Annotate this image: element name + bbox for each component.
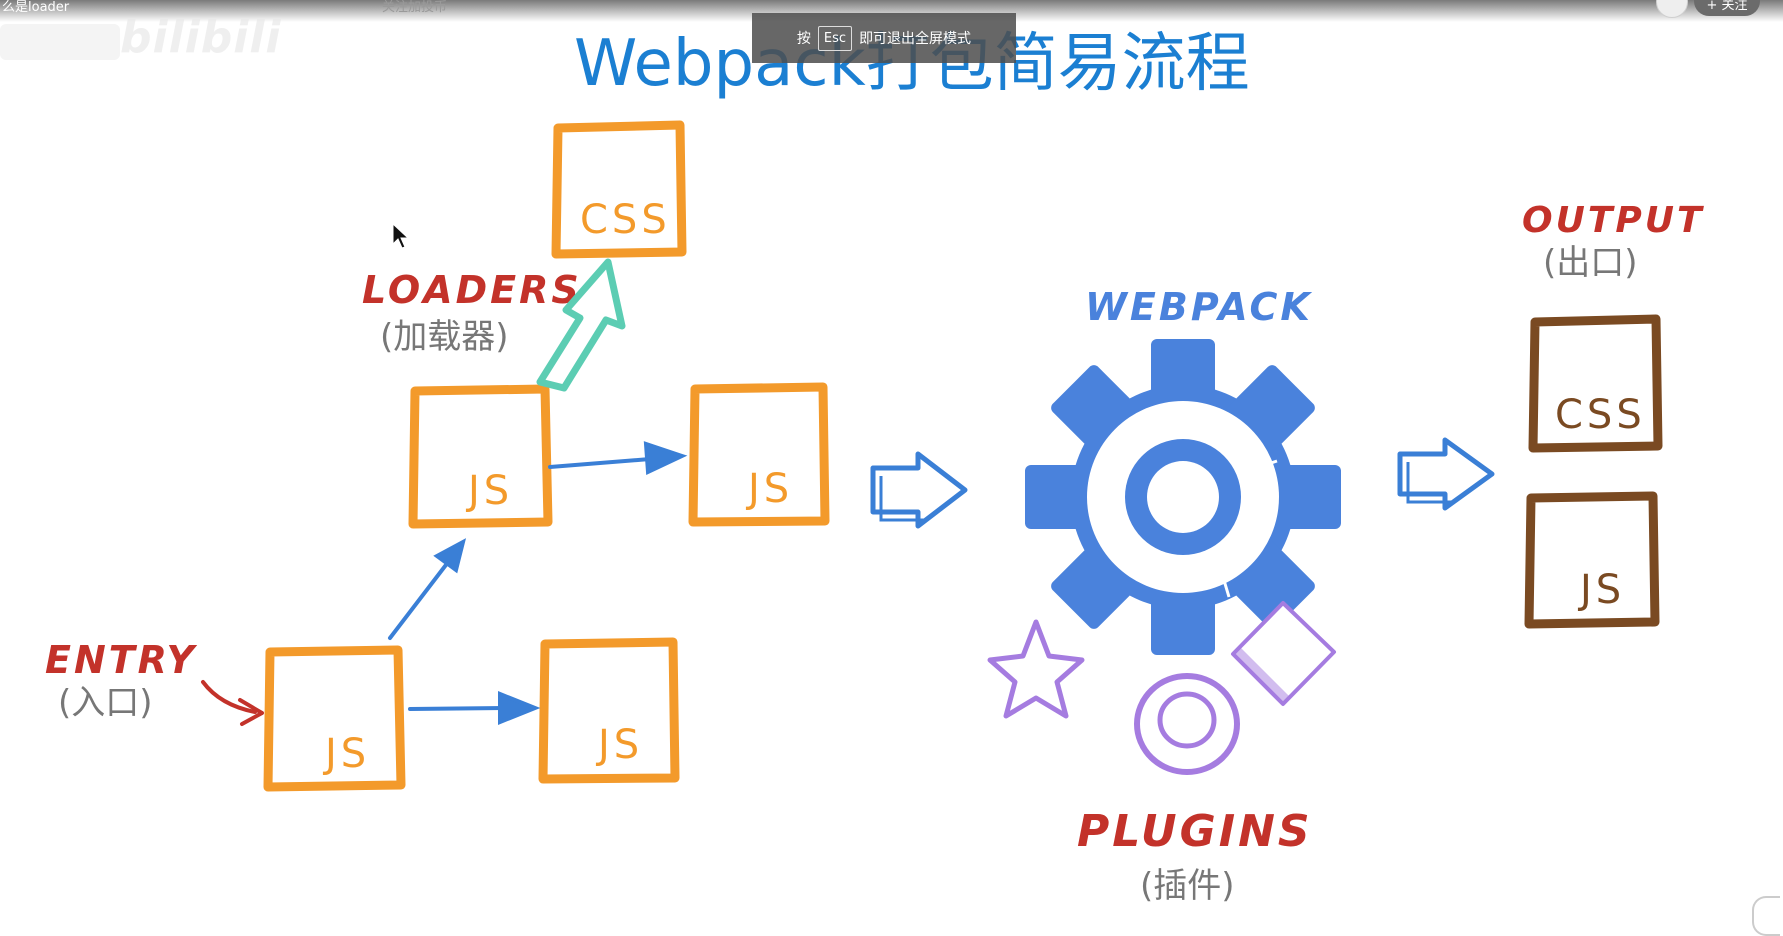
video-title: 么是loader: [2, 0, 70, 15]
js-box-right-label: JS: [745, 466, 793, 512]
esc-hint-before: 按: [796, 31, 811, 47]
cursor-icon: [392, 222, 410, 249]
plugins-sub-label: (插件): [1140, 866, 1235, 906]
arrow-entry-to-loader: [388, 555, 454, 640]
js-box-right: [688, 382, 830, 527]
css-box-label: CSS: [580, 197, 671, 243]
js-box-lower-label: JS: [595, 722, 643, 768]
css-box: [551, 120, 687, 259]
output-js-label: JS: [1577, 567, 1625, 613]
side-panel-handle[interactable]: [1752, 896, 1780, 936]
loaders-sub-label: (加载器): [380, 317, 509, 357]
output-js-box: [1524, 491, 1660, 629]
js-box-loader: [408, 384, 553, 529]
loader-arrow-icon: [536, 258, 626, 392]
follow-button[interactable]: + 关注: [1694, 0, 1760, 16]
output-sub-label: (出口): [1543, 243, 1638, 283]
arrow-head: [643, 441, 688, 476]
bilibili-logo: bilibili: [120, 12, 282, 63]
hollow-arrow-icon: [870, 451, 968, 529]
output-css-box: [1528, 314, 1663, 453]
arrow-head: [433, 538, 467, 574]
js-box-entry: [263, 645, 406, 792]
js-box-lower: [538, 637, 680, 784]
gear-icon: [1025, 339, 1341, 655]
fullscreen-exit-hint: 按 Esc 即可退出全屏模式: [752, 13, 1016, 63]
ring-icon: [1134, 673, 1240, 775]
arrow-head: [498, 691, 541, 725]
arrow-entry-to-lower: [408, 706, 507, 711]
entry-arrow-head: [238, 698, 264, 726]
entry-label: ENTRY: [45, 638, 197, 682]
js-box-loader-label: JS: [465, 468, 513, 514]
player-top-bar: [0, 0, 1783, 22]
hollow-arrow-icon: [1397, 437, 1495, 511]
plugins-label: PLUGINS: [1077, 806, 1313, 857]
esc-key: Esc: [817, 25, 853, 51]
hollow-arrow-shadow: [879, 476, 926, 522]
logo-smudge: [0, 24, 120, 60]
star-icon: [987, 619, 1085, 719]
arrow-loader-to-right: [548, 457, 652, 469]
output-label: OUTPUT: [1522, 200, 1705, 241]
esc-hint-after: 即可退出全屏模式: [859, 31, 972, 47]
video-subtitle: 关注加投币: [382, 0, 448, 15]
diamond-icon: [1231, 601, 1336, 706]
webpack-label: WEBPACK: [1085, 285, 1313, 329]
output-css-label: CSS: [1555, 392, 1646, 438]
entry-sub-label: (入口): [58, 683, 153, 723]
loaders-label: LOADERS: [362, 268, 582, 312]
entry-arrow: [201, 680, 257, 714]
hollow-arrow-shadow: [1406, 462, 1453, 504]
js-box-entry-label: JS: [322, 731, 370, 777]
